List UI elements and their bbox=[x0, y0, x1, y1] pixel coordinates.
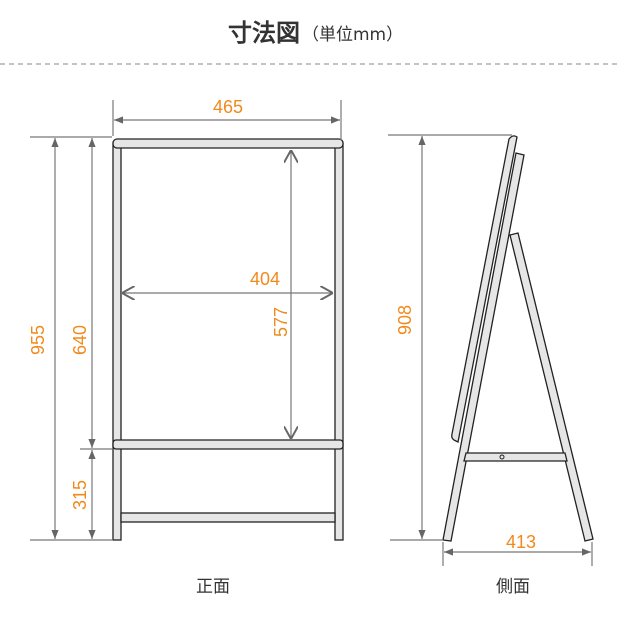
front-view: 465 955 640 315 404 577 正面 bbox=[28, 97, 344, 597]
inner-height-label: 577 bbox=[271, 307, 291, 337]
side-caption: 側面 bbox=[496, 577, 530, 597]
bottom-bar bbox=[120, 512, 336, 523]
title-main: 寸法図 bbox=[228, 19, 300, 47]
middle-bar bbox=[112, 439, 344, 450]
depth-label: 413 bbox=[506, 532, 536, 552]
hinge-icon bbox=[499, 454, 505, 460]
front-frame bbox=[112, 138, 344, 541]
title: 寸法図 （単位mm） bbox=[228, 19, 403, 47]
width-label: 465 bbox=[213, 97, 243, 117]
panel-height-label: 640 bbox=[70, 325, 90, 355]
top-bar bbox=[112, 138, 344, 149]
total-height-label: 955 bbox=[28, 325, 48, 355]
sign-panel bbox=[451, 135, 518, 443]
front-caption: 正面 bbox=[196, 577, 230, 597]
title-unit: （単位mm） bbox=[302, 25, 403, 45]
right-rail bbox=[334, 143, 344, 541]
leg-height-label: 315 bbox=[70, 480, 90, 510]
rear-leg bbox=[509, 232, 594, 542]
side-height-label: 908 bbox=[395, 305, 415, 335]
crossbar bbox=[463, 452, 568, 462]
side-view: 908 413 側面 bbox=[388, 134, 594, 597]
inner-width-label: 404 bbox=[250, 269, 280, 289]
front-leg bbox=[442, 152, 525, 542]
left-rail bbox=[112, 143, 122, 541]
